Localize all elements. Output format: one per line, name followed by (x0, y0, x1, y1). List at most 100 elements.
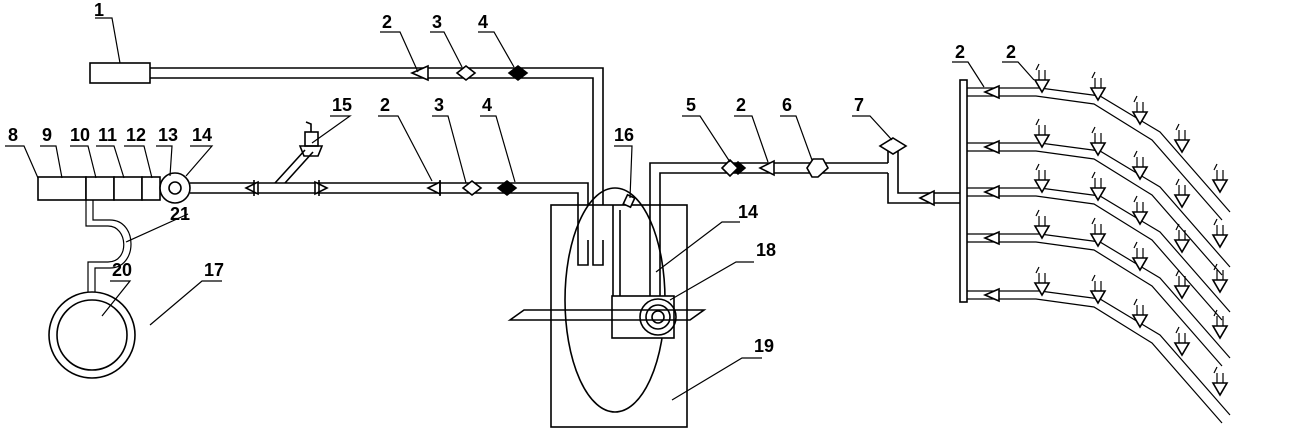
label-11: 11 (98, 125, 117, 145)
nozzle (1131, 211, 1149, 226)
nozzle-stem (1035, 266, 1046, 283)
branch-check-valve (982, 139, 1000, 155)
label-14b: 14 (738, 202, 758, 222)
nozzle (1131, 257, 1149, 272)
nozzle (1033, 225, 1051, 240)
nozzle-stem (1091, 126, 1102, 143)
nozzle (1211, 179, 1229, 194)
branch-pipe (967, 195, 1223, 321)
component-12-box (141, 176, 161, 201)
nozzle (1089, 290, 1107, 305)
label-3b: 3 (434, 95, 444, 115)
nozzle (1131, 111, 1149, 126)
label-2b: 2 (380, 95, 390, 115)
nozzle-stem (1213, 163, 1224, 180)
label-2c: 2 (736, 95, 746, 115)
shaft (507, 309, 707, 321)
check-valve-mid-2 (314, 180, 329, 196)
label-1: 1 (94, 0, 104, 20)
label-5: 5 (686, 95, 696, 115)
branch-check-valve (982, 84, 1000, 100)
check-valve-manifold-in (918, 189, 935, 207)
nozzle-stem (1213, 366, 1224, 383)
check-valve-mid-1 (244, 180, 259, 196)
nozzle-stem (1035, 63, 1046, 80)
nozzle (1211, 234, 1229, 249)
nozzle-stem (1035, 163, 1046, 180)
valve-7 (878, 137, 908, 155)
label-8: 8 (8, 125, 18, 145)
nozzle-stem (1213, 309, 1224, 326)
label-9: 9 (42, 125, 52, 145)
check-valve-top (410, 64, 429, 82)
pump-13-core (168, 181, 182, 195)
nozzle-stem (1175, 326, 1186, 343)
nozzle (1131, 166, 1149, 181)
middle-pipe (190, 182, 589, 240)
component-8-9-box (37, 176, 87, 201)
dark-valve-top (507, 64, 529, 82)
label-3a: 3 (432, 12, 442, 32)
pipe-to-manifold (887, 150, 960, 204)
nozzle-stem (1175, 223, 1186, 240)
label-2d: 2 (955, 42, 965, 62)
check-valve-out (758, 159, 775, 177)
nozzle-stem (1175, 178, 1186, 195)
nozzle (1033, 79, 1051, 94)
nozzle (1173, 239, 1191, 254)
top-pipe (150, 67, 604, 240)
nozzle-stem (1175, 269, 1186, 286)
label-14a: 14 (192, 125, 212, 145)
nozzle (1211, 382, 1229, 397)
nozzle (1173, 139, 1191, 154)
nozzle-stem (1133, 95, 1144, 112)
label-17: 17 (204, 260, 224, 280)
sprayer-branch (274, 149, 314, 184)
nozzle (1033, 282, 1051, 297)
dark-valve-mid (496, 179, 518, 197)
sprayer-15 (304, 131, 319, 147)
branch-check-valve (982, 184, 1000, 200)
nozzle (1211, 279, 1229, 294)
nozzle-stem (1175, 123, 1186, 140)
label-13: 13 (158, 125, 178, 145)
label-2e: 2 (1006, 42, 1016, 62)
nozzle-stem (1133, 195, 1144, 212)
branch-pipe (967, 241, 1223, 367)
nozzle (1033, 179, 1051, 194)
nozzle-stem (1035, 209, 1046, 226)
tank-20-outer (48, 291, 136, 379)
label-15: 15 (332, 95, 352, 115)
label-16: 16 (614, 125, 634, 145)
label-10: 10 (70, 125, 90, 145)
nozzle (1131, 314, 1149, 329)
filter-top (455, 64, 477, 82)
nozzle-stem (1091, 171, 1102, 188)
nozzle-stem (1133, 298, 1144, 315)
branch-pipe (967, 298, 1223, 424)
nozzle-stem (1035, 118, 1046, 135)
nozzle (1033, 134, 1051, 149)
nozzle (1173, 285, 1191, 300)
label-18: 18 (756, 240, 776, 260)
label-21: 21 (170, 204, 190, 224)
label-20: 20 (112, 260, 132, 280)
label-7: 7 (854, 95, 864, 115)
component-11-box (113, 176, 143, 201)
nozzle (1211, 325, 1229, 340)
pipe-21 (85, 200, 132, 295)
component-1-box (89, 62, 151, 84)
nozzle-stem (1133, 150, 1144, 167)
label-4b: 4 (482, 95, 492, 115)
nozzle (1089, 142, 1107, 157)
tank-20-inner (56, 299, 128, 371)
nozzle-stem (1091, 71, 1102, 88)
label-4a: 4 (478, 12, 488, 32)
nozzle-branches (967, 63, 1231, 424)
label-12: 12 (126, 125, 146, 145)
nozzle (1173, 194, 1191, 209)
label-2a: 2 (382, 12, 392, 32)
nozzle-stem (1091, 217, 1102, 234)
nozzle-stem (1133, 241, 1144, 258)
leader-lines (5, 17, 1035, 401)
